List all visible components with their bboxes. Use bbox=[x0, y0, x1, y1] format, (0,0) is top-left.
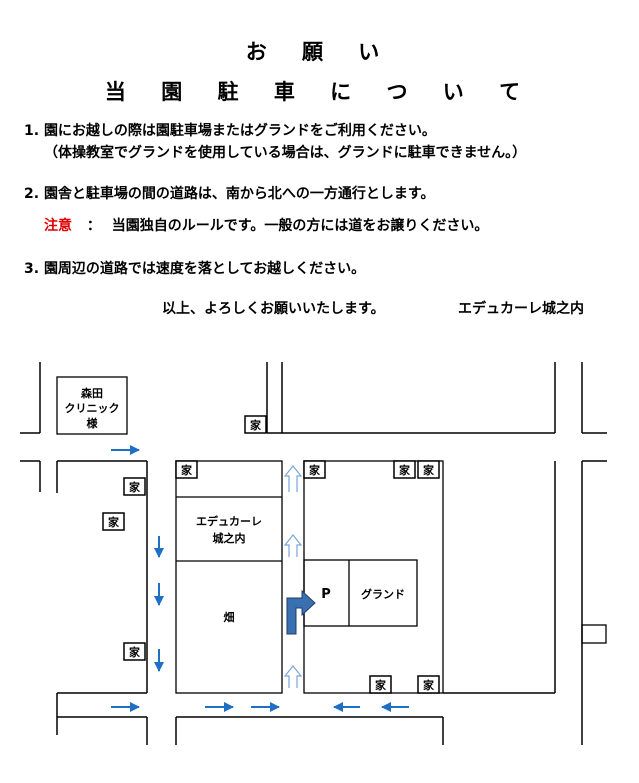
north-arrow-icon bbox=[283, 465, 303, 492]
list-item-1: 1. 園にお越しの際は園駐車場またはグランドをご利用ください。 bbox=[24, 120, 436, 140]
school-label-1: エデュカーレ bbox=[196, 514, 262, 528]
caution-line: 注意 ： 当園独自のルールです。一般の方には道をお譲りください。 bbox=[44, 215, 488, 235]
page-subtitle: 当 園 駐 車 に つ い て bbox=[104, 80, 535, 104]
closing-text: 以上、よろしくお願いいたします。 bbox=[162, 301, 385, 317]
sender-name: エデュカーレ城之内 bbox=[458, 301, 584, 317]
house-label: 家 bbox=[399, 463, 411, 477]
north-arrow-icon bbox=[283, 665, 303, 688]
turn-right-icon bbox=[286, 589, 316, 635]
road-outlines bbox=[20, 362, 607, 745]
north-arrow-icon bbox=[283, 534, 303, 557]
list-item-2: 2. 園舎と駐車場の間の道路は、南から北への一方通行とします。 bbox=[24, 183, 435, 203]
item-note: （体操教室でグランドを使用している場合は、グランドに駐車できません。） bbox=[44, 145, 527, 161]
house-label: 家 bbox=[250, 418, 262, 432]
field-label: 畑 bbox=[224, 611, 235, 624]
house-label: 家 bbox=[181, 463, 193, 477]
item-number: 2. bbox=[24, 186, 40, 202]
page-title: お 願 い bbox=[245, 40, 394, 64]
school-label-2: 城之内 bbox=[213, 531, 246, 545]
map-labels: 森田 クリニック 様 エデュカーレ 城之内 畑 P グランド bbox=[65, 386, 406, 624]
house-label: 家 bbox=[108, 515, 120, 529]
item-text: 園にお越しの際は園駐車場またはグランドをご利用ください。 bbox=[43, 123, 436, 139]
house-label: 家 bbox=[375, 678, 387, 692]
one-way-north-arrows bbox=[283, 465, 303, 688]
ground-label: グランド bbox=[361, 587, 405, 601]
caution-colon: ： bbox=[86, 218, 101, 234]
item-text: 園周辺の道路では速度を落としてお越しください。 bbox=[43, 261, 366, 277]
house-markers: 家 家 家 家 家 家 家 家 家 家 bbox=[102, 415, 440, 694]
clinic-label-3: 様 bbox=[87, 416, 99, 430]
caution-text: 当園独自のルールです。一般の方には道をお譲りください。 bbox=[111, 218, 489, 234]
house-label: 家 bbox=[129, 480, 141, 494]
caution-label: 注意 bbox=[44, 218, 72, 234]
house-label: 家 bbox=[309, 463, 321, 477]
item-text: 園舎と駐車場の間の道路は、南から北への一方通行とします。 bbox=[43, 186, 435, 202]
item-number: 1. bbox=[24, 123, 40, 139]
house-label: 家 bbox=[423, 678, 435, 692]
list-item-3: 3. 園周辺の道路では速度を落としてお越しください。 bbox=[24, 258, 365, 278]
house-label: 家 bbox=[423, 463, 435, 477]
clinic-label-2: クリニック bbox=[65, 402, 120, 415]
item-number: 3. bbox=[24, 261, 40, 277]
traffic-arrows bbox=[111, 445, 409, 712]
clinic-label-1: 森田 bbox=[81, 386, 103, 400]
house-label: 家 bbox=[129, 645, 141, 659]
parking-label: P bbox=[321, 587, 331, 602]
